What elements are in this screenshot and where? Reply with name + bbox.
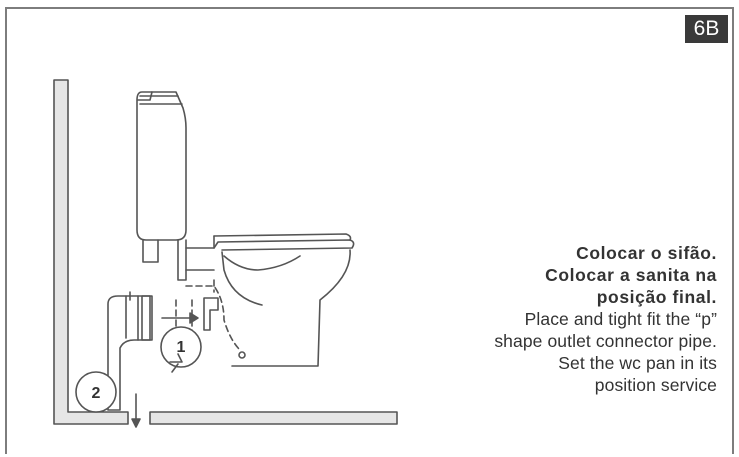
down-arrow <box>131 393 141 428</box>
instruction-en-line: position service <box>594 375 717 395</box>
p-outlet-connector <box>107 291 153 411</box>
instruction-pt-line: Colocar a sanita na <box>545 265 717 285</box>
instruction-en-line: Place and tight fit the “p” <box>524 309 717 329</box>
callout-1-label: 1 <box>177 339 186 356</box>
callout-2-circle <box>75 371 117 413</box>
instructions-text: Colocar o sifão. Colocar a sanita na pos… <box>387 242 717 396</box>
pan-spigot <box>203 297 219 331</box>
instruction-en-line: shape outlet connector pipe. <box>494 331 717 351</box>
push-arrow <box>161 312 199 324</box>
step-badge: 6B <box>685 15 728 43</box>
instruction-pt-line: posição final. <box>596 287 717 307</box>
cistern <box>136 91 187 281</box>
callout-1-circle <box>160 326 202 368</box>
wall-and-floor <box>53 79 129 425</box>
floor-segment <box>149 411 398 425</box>
instruction-pt-line: Colocar o sifão. <box>576 243 717 263</box>
toilet-pan <box>185 233 355 367</box>
callout-1-arrow <box>169 353 183 373</box>
callout-2-label: 2 <box>92 385 101 402</box>
panel-frame <box>5 7 734 454</box>
drain-ring <box>238 351 246 359</box>
instruction-en-line: Set the wc pan in its <box>558 353 717 373</box>
